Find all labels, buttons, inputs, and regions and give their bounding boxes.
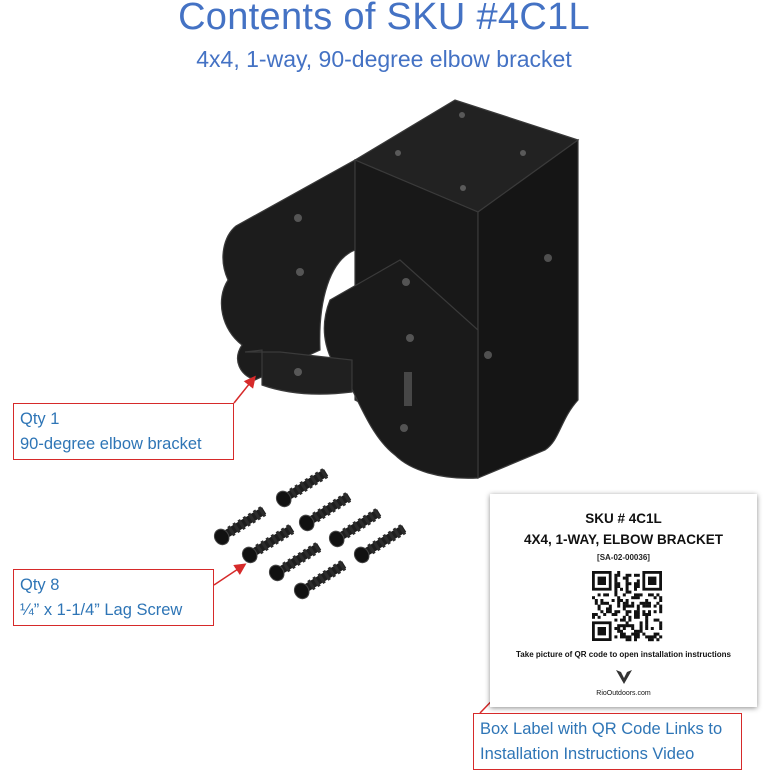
callout-bracket-desc: 90-degree elbow bracket [20,435,202,453]
rio-outdoors-logo-icon [616,670,632,684]
lag-screw [298,492,352,532]
lag-screw [275,468,329,508]
box-label-instruction: Take picture of QR code to open installa… [516,650,731,659]
box-label-description: 4X4, 1-WAY, ELBOW BRACKET [523,532,724,547]
callout-screws: Qty 8 ¼” x 1-1/4” Lag Screw [13,569,214,626]
bracket-lower-plate [323,259,479,479]
lag-screw [293,560,347,600]
lag-screw [353,524,407,564]
callout-screws-qty: Qty 8 [20,576,60,594]
screws-callout-arrow [213,563,247,586]
lag-screw [213,506,267,546]
lag-screw [328,508,382,548]
box-label-card: SKU # 4C1L 4X4, 1-WAY, ELBOW BRACKET [SA… [490,494,757,707]
callout-label: Box Label with QR Code Links to Installa… [473,713,742,770]
bracket-left-plate [220,158,356,381]
callout-screws-desc: ¼” x 1-1/4” Lag Screw [20,601,183,619]
bracket-callout-arrow [233,375,256,404]
qr-code-icon [592,571,663,642]
bracket-right-face [477,138,579,479]
page-subtitle: 4x4, 1-way, 90-degree elbow bracket [196,46,572,72]
box-label-sku: SKU # 4C1L [585,511,662,526]
box-label-website: RioOutdoors.com [596,690,651,697]
page-title: Contents of SKU #4C1L [178,0,590,38]
callout-label-line2: Installation Instructions Video [480,745,695,763]
lag-screw [268,542,322,582]
box-label-part-code: [SA-02-00036] [597,553,650,562]
lag-screw [241,524,295,564]
bracket-bottom-tab [244,349,353,395]
callout-bracket: Qty 1 90-degree elbow bracket [13,403,234,460]
callout-label-line1: Box Label with QR Code Links to [480,720,723,738]
callout-bracket-qty: Qty 1 [20,410,60,428]
